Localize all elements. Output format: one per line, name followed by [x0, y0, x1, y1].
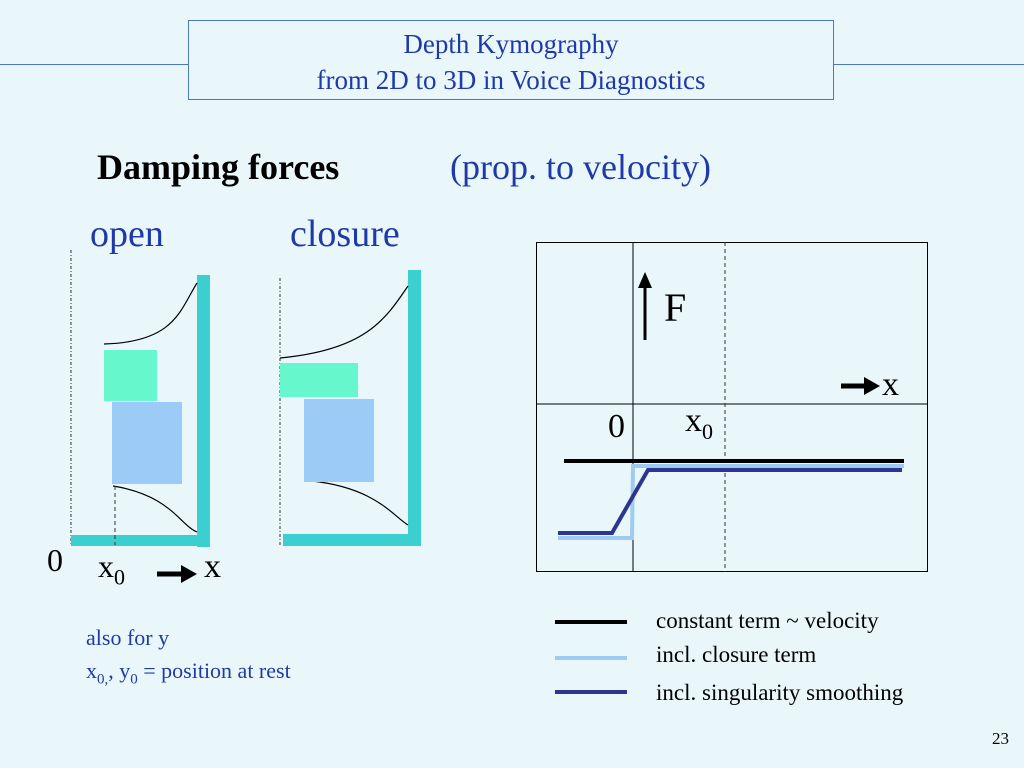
open-closure-diagram [70, 250, 421, 547]
page-number: 23 [992, 729, 1009, 748]
x0-label: x0 [98, 548, 125, 590]
curve-closure-term [558, 464, 904, 540]
closure-blue-block [304, 399, 374, 482]
heading-sub: (prop. to velocity) [450, 147, 711, 187]
open-lower-curve [112, 485, 198, 533]
closure-floor [283, 534, 421, 546]
x0-sub: 0 [114, 564, 125, 590]
legend-label-smoothing: incl. singularity smoothing [656, 680, 904, 705]
force-graph [536, 242, 928, 572]
graph-frame [536, 242, 928, 572]
title-line-2: from 2D to 3D in Voice Diagnostics [316, 65, 706, 95]
note-x-sub: 0, [97, 671, 109, 688]
legend-swatch-smoothing [555, 690, 627, 694]
note-also-for-y: also for y [86, 625, 170, 650]
header-rule-left [0, 64, 188, 65]
graph-f-label: F [664, 285, 687, 330]
open-blue-block [112, 402, 182, 484]
x0-base: x [98, 548, 114, 584]
closure-lower-curve [311, 480, 409, 526]
graph-zero-label: 0 [608, 408, 625, 445]
header-rule-right [834, 64, 1024, 65]
note-x: x [86, 658, 97, 683]
note-y-sub: 0 [130, 671, 138, 688]
closure-wall [408, 270, 421, 546]
graph-x0-sub: 0 [702, 418, 713, 444]
graph-x0-base: x [685, 402, 702, 439]
open-floor [71, 535, 210, 546]
title-line-1: Depth Kymography [403, 29, 619, 59]
open-wall [197, 275, 210, 547]
x-axis-label: x [204, 548, 221, 585]
x-arrow-icon [157, 565, 197, 583]
open-upper-curve [103, 282, 198, 345]
heading-main: Damping forces [97, 147, 340, 187]
origin-zero-label: 0 [47, 542, 63, 578]
curve-singularity-smoothing [558, 468, 902, 535]
legend-swatch-constant [555, 620, 627, 624]
legend-swatch-closure [555, 656, 627, 660]
note-position-at-rest: x0,, y0 = position at rest [86, 658, 291, 688]
label-closure: closure [290, 213, 400, 255]
graph-x-label: x [882, 366, 899, 403]
legend-label-constant: constant term ~ velocity [656, 608, 879, 633]
open-mint-block [104, 350, 157, 401]
title-box: Depth Kymography from 2D to 3D in Voice … [188, 20, 834, 100]
note-y: , y [108, 658, 131, 683]
note-rest-text: = position at rest [137, 658, 291, 683]
legend-label-closure: incl. closure term [656, 642, 817, 667]
closure-mint-block [280, 363, 358, 397]
label-open: open [90, 213, 164, 255]
closure-upper-curve [279, 285, 409, 359]
graph-x0-label: x0 [685, 402, 713, 445]
